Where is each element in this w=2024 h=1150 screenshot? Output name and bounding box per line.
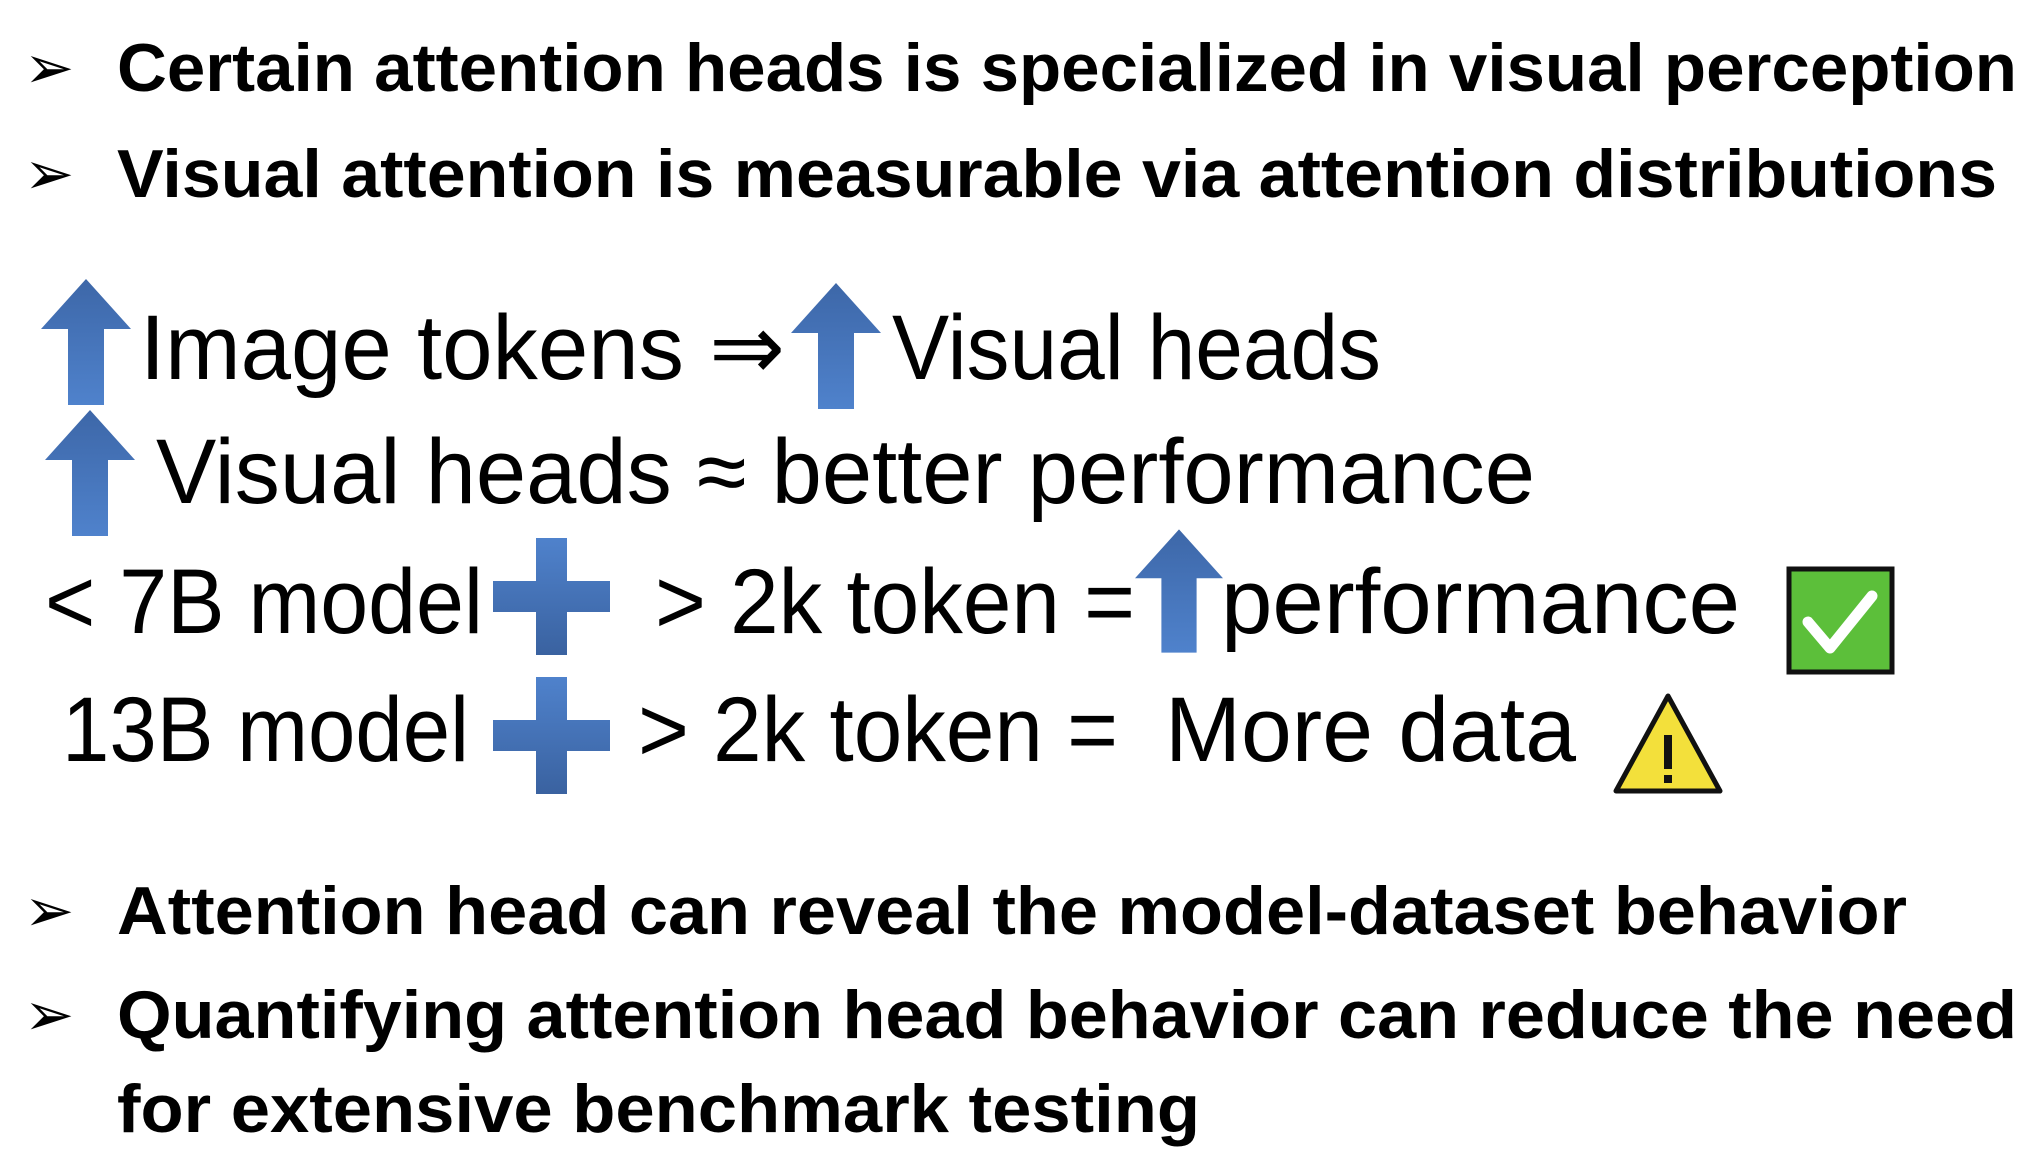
bullet-text-line1: Quantifying attention head behavior can … xyxy=(117,977,2017,1053)
row-13b-model: 13B model > 2k token = More data xyxy=(62,677,1723,794)
up-arrow-icon xyxy=(1135,529,1223,653)
token-text: > 2k token = xyxy=(655,551,1135,653)
bullet-text-line2: for extensive benchmark testing xyxy=(117,1071,1200,1147)
bullet-2: ➢ Visual attention is measurable via att… xyxy=(24,136,1997,212)
arrowhead-bullet-icon: ➢ xyxy=(24,139,74,209)
row-text: Image tokens ⇒ xyxy=(140,297,785,399)
row-visual-heads: Visual heads ≈ better performance xyxy=(45,410,1535,536)
bullet-1: ➢ Certain attention heads is specialized… xyxy=(24,30,2017,106)
bullet-3: ➢ Attention head can reveal the model-da… xyxy=(24,873,1907,949)
arrowhead-bullet-icon: ➢ xyxy=(24,876,74,946)
bullet-text: Visual attention is measurable via atten… xyxy=(117,136,1997,212)
up-arrow-icon xyxy=(791,283,881,409)
check-icon xyxy=(1786,566,1895,675)
bullet-text: Attention head can reveal the model-data… xyxy=(117,873,1907,949)
row-text: Visual heads ≈ better performance xyxy=(156,421,1535,523)
arrowhead-bullet-icon: ➢ xyxy=(24,33,74,103)
up-arrow-icon xyxy=(41,279,131,405)
result-text: More data xyxy=(1165,679,1577,781)
model-text: 13B model xyxy=(62,679,469,781)
row-image-tokens: Image tokens ⇒ Visual heads xyxy=(41,279,1381,409)
model-text: < 7B model xyxy=(45,551,483,653)
token-text: > 2k token = xyxy=(638,679,1118,781)
arrowhead-bullet-icon: ➢ xyxy=(24,980,74,1050)
row-text: Visual heads xyxy=(892,297,1381,399)
up-arrow-icon xyxy=(45,410,135,536)
plus-icon xyxy=(493,538,610,655)
result-text: performance xyxy=(1221,551,1740,653)
plus-icon xyxy=(493,677,610,794)
warning-icon xyxy=(1613,693,1723,794)
bullet-text: Certain attention heads is specialized i… xyxy=(117,30,2017,106)
bullet-4: ➢ Quantifying attention head behavior ca… xyxy=(24,977,2017,1147)
row-7b-model: < 7B model > 2k token = performance xyxy=(45,529,1895,675)
